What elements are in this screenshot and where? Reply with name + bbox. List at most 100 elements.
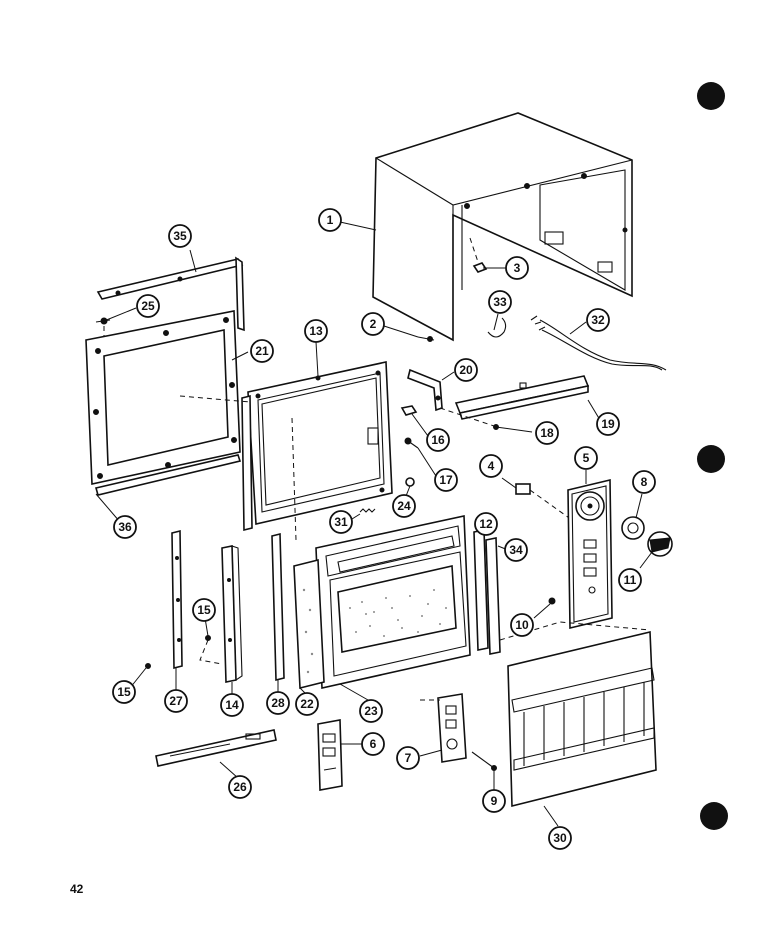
callout-11: 11: [618, 568, 642, 592]
binder-hole-top: [697, 82, 725, 110]
angle-rail: [454, 375, 590, 420]
callout-23: 23: [359, 699, 383, 723]
control-label-plate: [317, 719, 343, 791]
callout-26-label: 26: [233, 780, 247, 794]
callout-27: 27: [164, 689, 188, 713]
callout-10-label: 10: [515, 618, 529, 632]
callout-31: 31: [329, 510, 353, 534]
callout-5-label: 5: [583, 451, 590, 465]
small-nut: [405, 477, 415, 487]
callout-22-label: 22: [300, 697, 314, 711]
callout-1: 1: [318, 208, 342, 232]
callout-6: 6: [361, 732, 385, 756]
callout-33: 33: [488, 290, 512, 314]
control-bracket: [407, 368, 443, 412]
callout-8-label: 8: [641, 475, 648, 489]
callout-23-label: 23: [364, 704, 378, 718]
callout-12: 12: [474, 512, 498, 536]
callout-33-label: 33: [493, 295, 507, 309]
callout-36-label: 36: [118, 520, 132, 534]
callout-27-label: 27: [169, 694, 183, 708]
callout-24: 24: [392, 494, 416, 518]
page-number: 42: [70, 882, 84, 896]
control-panel: [567, 478, 613, 630]
hinge-14: [221, 545, 243, 683]
callout-30-label: 30: [553, 831, 567, 845]
callout-7: 7: [396, 746, 420, 770]
hinge-screw-lower: [145, 663, 151, 669]
callout-20-label: 20: [459, 363, 473, 377]
panel-screw: [404, 437, 419, 449]
callout-9-label: 9: [491, 794, 498, 808]
door-window-mesh: [349, 589, 447, 637]
door-assembly: [315, 515, 471, 689]
callout-24-label: 24: [397, 499, 411, 513]
callout-12-label: 12: [479, 517, 493, 531]
hinge-strip-27: [171, 529, 183, 670]
callout-30: 30: [548, 826, 572, 850]
callout-25-label: 25: [141, 299, 155, 313]
callout-4: 4: [479, 454, 503, 478]
callout-16-label: 16: [431, 433, 445, 447]
callout-28: 28: [266, 691, 290, 715]
latch-part: [400, 405, 418, 416]
hinge-strip-28: [271, 532, 285, 682]
callout-20: 20: [454, 358, 478, 382]
interlock-switch: [515, 483, 573, 521]
hinge-screw-upper: [205, 635, 211, 641]
callout-21-label: 21: [255, 344, 269, 358]
cabinet-clip: [469, 237, 488, 273]
callout-1-label: 1: [327, 213, 334, 227]
callout-14: 14: [220, 693, 244, 717]
callout-3: 3: [505, 256, 529, 280]
callout-18: 18: [535, 421, 559, 445]
bottom-strip: [155, 729, 277, 767]
cabinet-screw: [417, 336, 435, 342]
callout-15-lower-label: 15: [117, 685, 131, 699]
callout-15-lower: 15: [112, 680, 136, 704]
callout-18-label: 18: [540, 426, 554, 440]
timer-knob: [647, 531, 673, 557]
callout-25: 25: [136, 294, 160, 318]
callout-34: 34: [504, 538, 528, 562]
panel-screw-small: [548, 597, 556, 605]
callout-10: 10: [510, 613, 534, 637]
knob-disc: [621, 516, 645, 540]
shaft-pin: [471, 751, 497, 771]
callout-32: 32: [586, 308, 610, 332]
outer-cabinet: [372, 112, 633, 342]
callout-21: 21: [250, 339, 274, 363]
callout-26: 26: [228, 775, 252, 799]
callout-17: 17: [434, 468, 458, 492]
front-grille-panel: [499, 621, 657, 808]
binder-hole-middle: [697, 445, 725, 473]
callout-4-label: 4: [488, 459, 495, 473]
callout-17-label: 17: [439, 473, 453, 487]
callout-2: 2: [361, 312, 385, 336]
callout-3-label: 3: [514, 261, 521, 275]
callout-9: 9: [482, 789, 506, 813]
door-seal-34: [485, 537, 501, 655]
callout-34-label: 34: [509, 543, 523, 557]
callout-14-label: 14: [225, 698, 239, 712]
leader-lines: [95, 221, 653, 827]
bottom-trim-strip: [94, 454, 242, 496]
door-spring: [359, 508, 376, 513]
callout-31-label: 31: [334, 515, 348, 529]
callout-32-label: 32: [591, 313, 605, 327]
callout-11-label: 11: [624, 573, 637, 587]
callout-15-upper: 15: [192, 598, 216, 622]
callout-35: 35: [168, 224, 192, 248]
binder-hole-bottom: [700, 802, 728, 830]
callout-19: 19: [596, 412, 620, 436]
panel-side-bracket: [241, 394, 253, 532]
inner-front-plate: [247, 361, 393, 525]
callout-35-label: 35: [173, 229, 187, 243]
callout-7-label: 7: [405, 751, 412, 765]
callout-22: 22: [295, 692, 319, 716]
wire-harness: [530, 315, 667, 371]
top-trim-strip: [96, 256, 245, 332]
callout-28-label: 28: [271, 696, 285, 710]
mounting-frame: [85, 310, 241, 485]
